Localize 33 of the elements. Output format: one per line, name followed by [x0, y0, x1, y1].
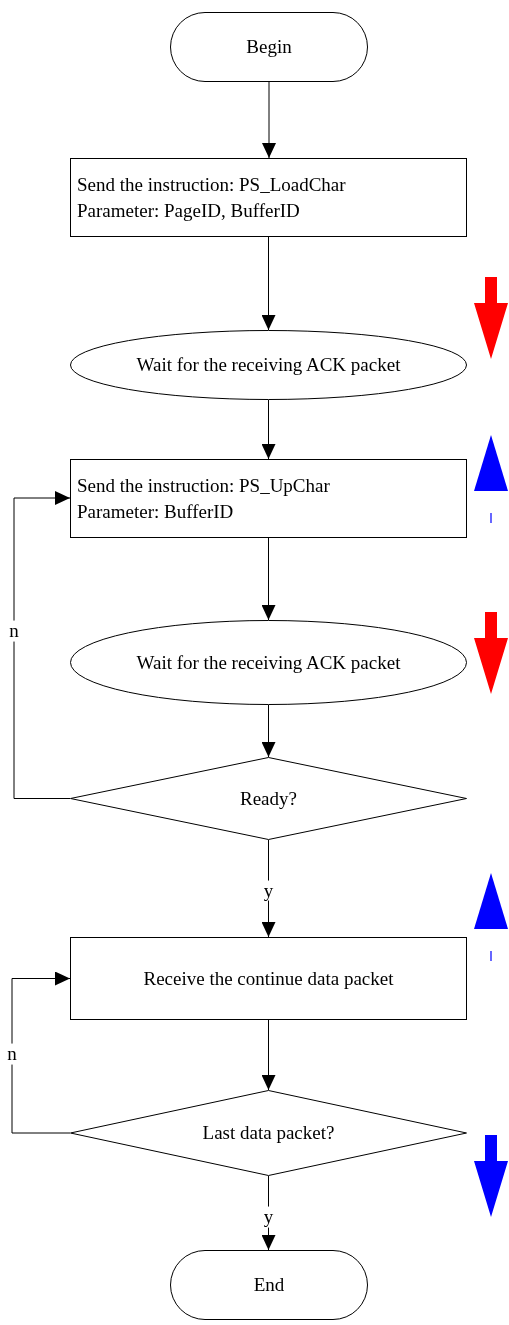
terminator-shape [170, 12, 368, 82]
arrow [13, 491, 71, 799]
arrow [11, 971, 71, 1134]
arrow [261, 704, 276, 758]
process-box [70, 158, 467, 237]
node-text: Send the instruction: PS_LoadChar [77, 172, 346, 197]
edge-label: y [262, 1206, 275, 1228]
arrow [261, 537, 276, 621]
decision-diamond [70, 1090, 467, 1176]
node-text: Receive the continue data packet [143, 966, 394, 991]
node-text: Parameter: PageID, BufferID [77, 198, 300, 223]
arrow [261, 1019, 276, 1091]
arrow [262, 81, 276, 159]
wait-ellipse [70, 620, 467, 705]
node-text: Wait for the receiving ACK packet [136, 650, 401, 675]
node-text: Send the instruction: PS_UpChar [77, 473, 330, 498]
node-text: End [253, 1273, 285, 1298]
wait-ellipse [70, 330, 467, 400]
edge-label: n [8, 620, 20, 642]
edge-label: n [6, 1043, 18, 1065]
arrow [261, 236, 276, 331]
node-text: Parameter: BufferID [77, 499, 234, 524]
process-box [70, 937, 467, 1020]
terminator-shape [170, 1250, 368, 1320]
node-text: Begin [246, 35, 292, 60]
node-text: Ready? [240, 786, 297, 811]
process-box [70, 459, 467, 538]
edge-label: y [262, 880, 275, 901]
node-text: Last data packet? [202, 1121, 335, 1146]
arrow [261, 839, 276, 938]
arrow [261, 399, 276, 460]
decision-diamond [70, 757, 467, 840]
node-text: Wait for the receiving ACK packet [136, 353, 401, 378]
